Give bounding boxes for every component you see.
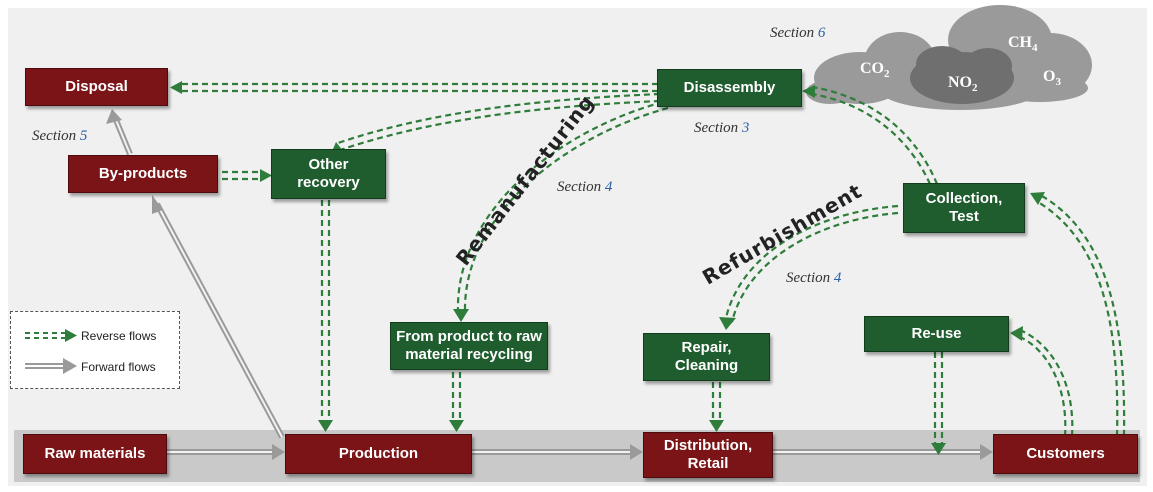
gas-o3: O3 bbox=[1043, 68, 1061, 89]
section-label-4-refurbishment: Section 4 bbox=[786, 270, 842, 286]
node-customers: Customers bbox=[993, 434, 1138, 474]
node-repair-cleaning: Repair, Cleaning bbox=[643, 333, 770, 381]
node-distribution-retail: Distribution, Retail bbox=[643, 432, 773, 478]
reverse-arrowheads bbox=[170, 81, 1045, 455]
section-label-4-remanufacturing: Section 4 bbox=[557, 179, 613, 195]
reverse-collection-to-repair bbox=[723, 204, 899, 323]
legend: Reverse flows Forward flows bbox=[10, 311, 180, 389]
section-label-5: Section 5 bbox=[32, 128, 88, 144]
forward-production-to-distribution bbox=[472, 444, 643, 460]
node-other-recovery: Other recovery bbox=[271, 149, 386, 199]
node-production: Production bbox=[285, 434, 472, 474]
section-label-3: Section 3 bbox=[694, 120, 750, 136]
legend-forward-label: Forward flows bbox=[81, 360, 156, 374]
reverse-disassembly-to-disposal bbox=[180, 82, 658, 93]
node-disassembly: Disassembly bbox=[657, 69, 802, 107]
node-raw-materials: Raw materials bbox=[23, 434, 167, 474]
legend-forward-swatch bbox=[25, 358, 77, 374]
gas-co2: CO2 bbox=[860, 60, 890, 81]
legend-reverse-swatch bbox=[25, 329, 77, 342]
reverse-customers-to-re-use bbox=[1017, 328, 1074, 437]
node-collection-test: Collection, Test bbox=[903, 183, 1025, 233]
forward-raw-to-production bbox=[167, 444, 285, 460]
reverse-recycling-to-production bbox=[451, 372, 462, 425]
gas-ch4: CH4 bbox=[1008, 34, 1038, 55]
forward-by-products-to-disposal bbox=[106, 109, 133, 156]
node-re-use: Re-use bbox=[864, 316, 1009, 352]
reverse-customers-to-collection bbox=[1037, 195, 1126, 437]
node-raw-material-recycling: From product to raw material recycling bbox=[390, 322, 548, 370]
reverse-other-recovery-to-production bbox=[320, 200, 331, 424]
reverse-repair-to-distribution bbox=[711, 382, 722, 425]
reverse-disassembly-to-other-recovery bbox=[334, 92, 661, 152]
node-by-products: By-products bbox=[68, 155, 218, 193]
forward-flow-band bbox=[14, 430, 1140, 482]
section-label-6: Section 6 bbox=[770, 25, 826, 41]
reverse-collection-to-disassembly bbox=[811, 85, 939, 185]
reverse-re-use-to-customers bbox=[933, 352, 944, 446]
gas-no2: NO2 bbox=[948, 74, 978, 95]
reverse-by-products-to-other-recovery bbox=[222, 170, 262, 181]
legend-reverse-label: Reverse flows bbox=[81, 329, 157, 343]
forward-distribution-to-customers bbox=[773, 444, 993, 460]
reverse-disassembly-to-recycling bbox=[456, 100, 669, 313]
forward-production-to-by-products bbox=[152, 195, 285, 439]
node-disposal: Disposal bbox=[25, 68, 168, 106]
